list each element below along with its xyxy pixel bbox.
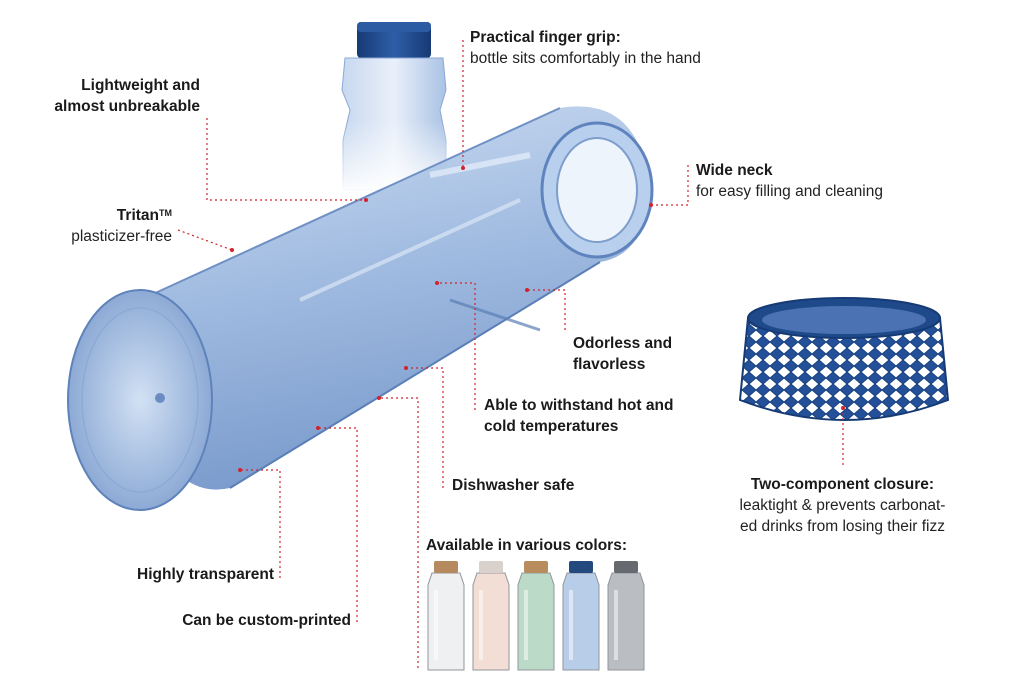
tritan-tm: TM — [159, 208, 172, 218]
lightweight-callout: Lightweight and almost unbreakable — [20, 75, 200, 117]
printed-text: Can be custom-printed — [182, 612, 351, 629]
dishwasher-callout: Dishwasher safe — [452, 475, 574, 496]
dishwasher-text: Dishwasher safe — [452, 477, 575, 494]
tritan-title: TritanTM — [20, 205, 172, 226]
odor-line-1: Odorless and — [573, 335, 673, 352]
printed-callout: Can be custom-printed — [60, 610, 351, 631]
lightweight-line-1: Lightweight and — [81, 77, 200, 94]
variant-bottle-clear — [427, 561, 465, 671]
temperature-line-1: Able to withstand hot and — [484, 397, 674, 414]
lightweight-line-2: almost unbreakable — [54, 98, 200, 115]
transparent-callout: Highly transparent — [60, 564, 274, 585]
odor-callout: Odorless and flavorless — [573, 333, 672, 375]
tritan-callout: TritanTM plasticizer-free — [20, 205, 172, 247]
leader-dots — [230, 166, 845, 472]
closure-title: Two-component closure: — [750, 476, 935, 493]
closure-desc-1: leaktight & prevents carbonat- — [739, 497, 946, 514]
colors-title: Available in various colors: — [426, 537, 627, 554]
neck-title: Wide neck — [696, 162, 773, 179]
tritan-desc: plasticizer-free — [71, 228, 172, 245]
variant-bottle-blue — [562, 561, 600, 671]
transparent-text: Highly transparent — [137, 566, 274, 583]
variant-bottle-rose — [472, 561, 510, 671]
main-bottle — [67, 106, 654, 511]
neck-desc: for easy filling and cleaning — [696, 183, 883, 200]
grip-title: Practical finger grip: — [470, 29, 621, 46]
colors-callout: Available in various colors: — [426, 535, 627, 556]
closure-callout: Two-component closure: leaktight & preve… — [700, 474, 985, 537]
tritan-name: Tritan — [116, 207, 159, 224]
variant-bottle-grey — [607, 561, 645, 671]
grip-desc: bottle sits comfortably in the hand — [470, 50, 701, 67]
neck-callout: Wide neck for easy filling and cleaning — [696, 160, 883, 202]
odor-line-2: flavorless — [573, 356, 646, 373]
variant-bottle-green — [517, 561, 555, 671]
leader-lines — [177, 40, 844, 668]
color-variants — [427, 561, 645, 671]
temperature-line-2: cold temperatures — [484, 418, 619, 435]
temperature-callout: Able to withstand hot and cold temperatu… — [484, 395, 673, 437]
closure-desc-2: ed drinks from losing their fizz — [739, 518, 946, 535]
grip-callout: Practical finger grip: bottle sits comfo… — [470, 27, 701, 69]
closure — [738, 297, 950, 421]
